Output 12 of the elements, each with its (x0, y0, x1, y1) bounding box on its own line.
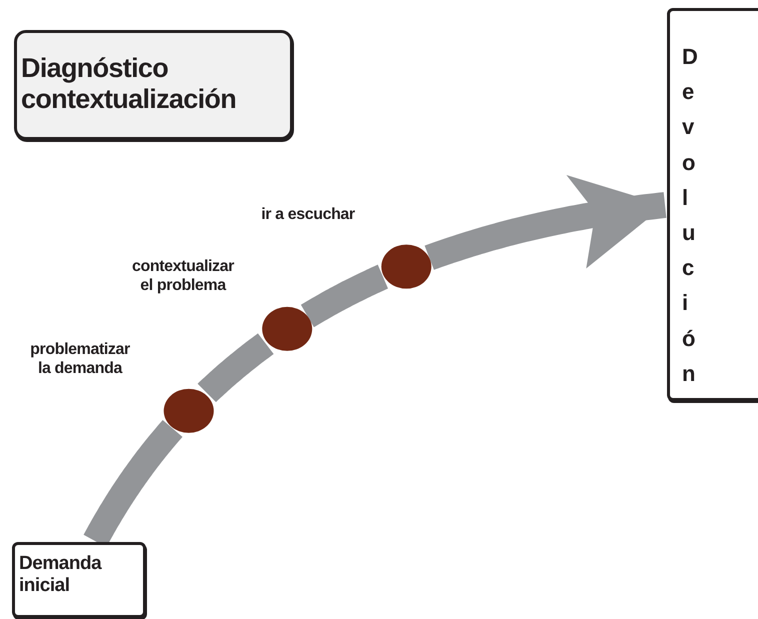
text-box (14, 30, 293, 140)
step-label: problematizar la demanda (30, 341, 130, 377)
box-title: Devolución (682, 43, 704, 388)
step-label: contextualizar el problema (132, 258, 234, 294)
step-label: ir a escuchar (261, 206, 355, 223)
step-dot (164, 388, 214, 433)
step-dot (262, 306, 312, 351)
step-dot (381, 244, 432, 289)
text-box (12, 542, 146, 618)
box-title: Demanda inicial (19, 553, 102, 596)
box-title: Diagnóstico contextualización (21, 53, 236, 114)
text-box (667, 8, 758, 401)
